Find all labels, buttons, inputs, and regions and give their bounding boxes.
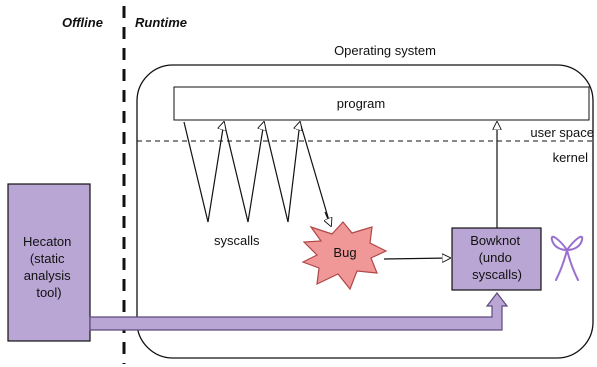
syscall-return-2 bbox=[262, 122, 264, 129]
operating-system-box bbox=[136, 64, 594, 359]
syscall-return-1 bbox=[222, 122, 224, 129]
runtime-label: Runtime bbox=[135, 15, 187, 30]
bowknot-label: Bowknot (undo syscalls) bbox=[470, 233, 524, 282]
hecaton-to-bowknot-arrow bbox=[89, 292, 509, 331]
hecaton-line-4: tool) bbox=[36, 285, 61, 300]
hecaton-line-3: analysis bbox=[24, 268, 71, 283]
operating-system-label: Operating system bbox=[334, 43, 436, 58]
syscalls-label: syscalls bbox=[214, 233, 260, 248]
user-space-label: user space bbox=[530, 125, 594, 140]
bug-to-bowknot-arrow bbox=[383, 258, 450, 259]
syscall-return-3 bbox=[298, 122, 300, 129]
syscall-zigzag bbox=[183, 121, 331, 225]
bug-starburst bbox=[301, 221, 388, 291]
syscall-to-bug-arrow bbox=[325, 211, 331, 226]
hecaton-line-2: (static bbox=[30, 251, 65, 266]
bowknot-line-1: Bowknot bbox=[470, 233, 520, 248]
offline-label: Offline bbox=[62, 15, 103, 30]
bug-label: Bug bbox=[333, 245, 356, 260]
program-box bbox=[173, 86, 590, 121]
kernel-label: kernel bbox=[553, 150, 589, 165]
bowknot-line-3: syscalls) bbox=[472, 267, 522, 282]
hecaton-label: Hecaton (static analysis tool) bbox=[23, 234, 75, 300]
hecaton-box bbox=[7, 183, 91, 342]
program-label: program bbox=[337, 96, 385, 111]
hecaton-line-1: Hecaton bbox=[23, 234, 71, 249]
ribbon-icon bbox=[550, 235, 584, 281]
bowknot-line-2: (undo bbox=[479, 250, 512, 265]
